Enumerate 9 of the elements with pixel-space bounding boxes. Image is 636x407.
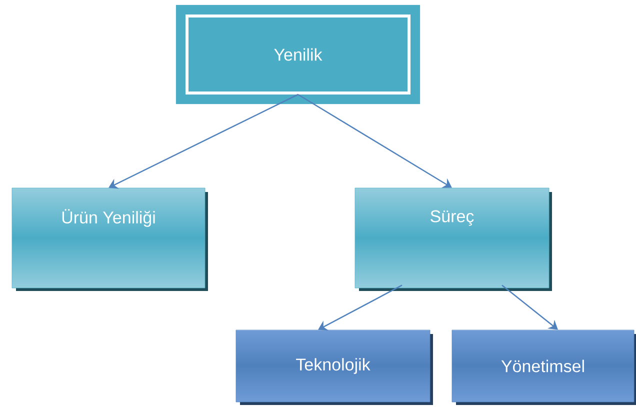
- title-box: Yenilik: [176, 4, 420, 104]
- arrow: [108, 94, 298, 189]
- arrow: [298, 94, 452, 188]
- arrow: [502, 284, 558, 330]
- subcategory-box: Yönetimsel: [452, 330, 636, 405]
- subcategory-box: Teknolojik: [236, 330, 433, 405]
- category-box: Süreç: [354, 188, 552, 291]
- category-box: Ürün Yeniliği: [12, 188, 208, 291]
- arrow: [318, 284, 402, 330]
